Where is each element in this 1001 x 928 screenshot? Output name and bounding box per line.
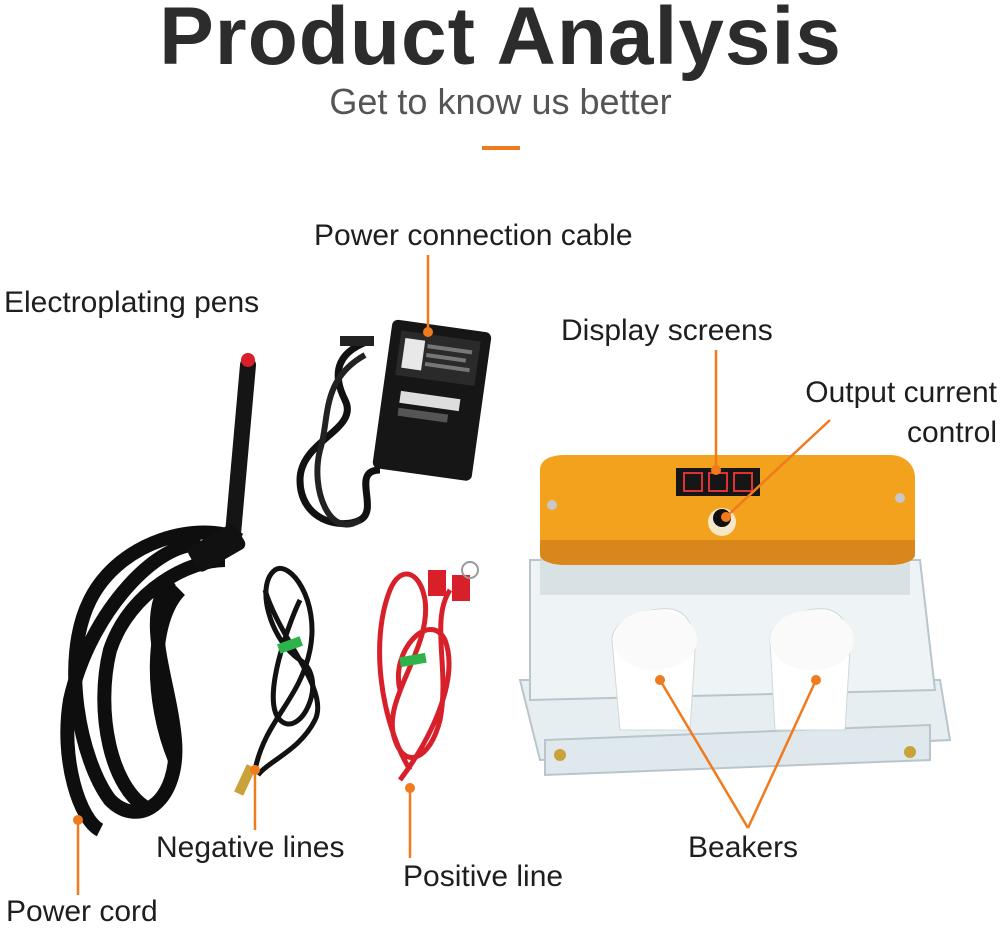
callout-display-screens: Display screens (561, 314, 773, 347)
page-subtitle: Get to know us better (329, 81, 672, 122)
negative-line-cable (234, 566, 321, 796)
accent-divider (482, 146, 520, 150)
power-cord-coil (60, 524, 246, 837)
callout-output-current-control-line2: control (906, 416, 997, 449)
electroplating-pen (224, 353, 256, 553)
callout-negative-lines: Negative lines (156, 831, 345, 864)
callout-beakers: Beakers (688, 831, 799, 864)
callout-output-current-control-line1: Output current (805, 376, 997, 409)
callout-positive-line: Positive line (403, 860, 564, 893)
electroplating-machine (518, 455, 952, 777)
callout-power-cord: Power cord (6, 895, 158, 928)
page-title: Product Analysis (159, 0, 842, 82)
positive-line-cable (377, 561, 479, 782)
callout-electroplating-pens: Electroplating pens (4, 286, 260, 319)
callout-lines (73, 255, 831, 895)
callout-power-connection-cable: Power connection cable (314, 219, 633, 252)
power-adapter (296, 319, 492, 528)
